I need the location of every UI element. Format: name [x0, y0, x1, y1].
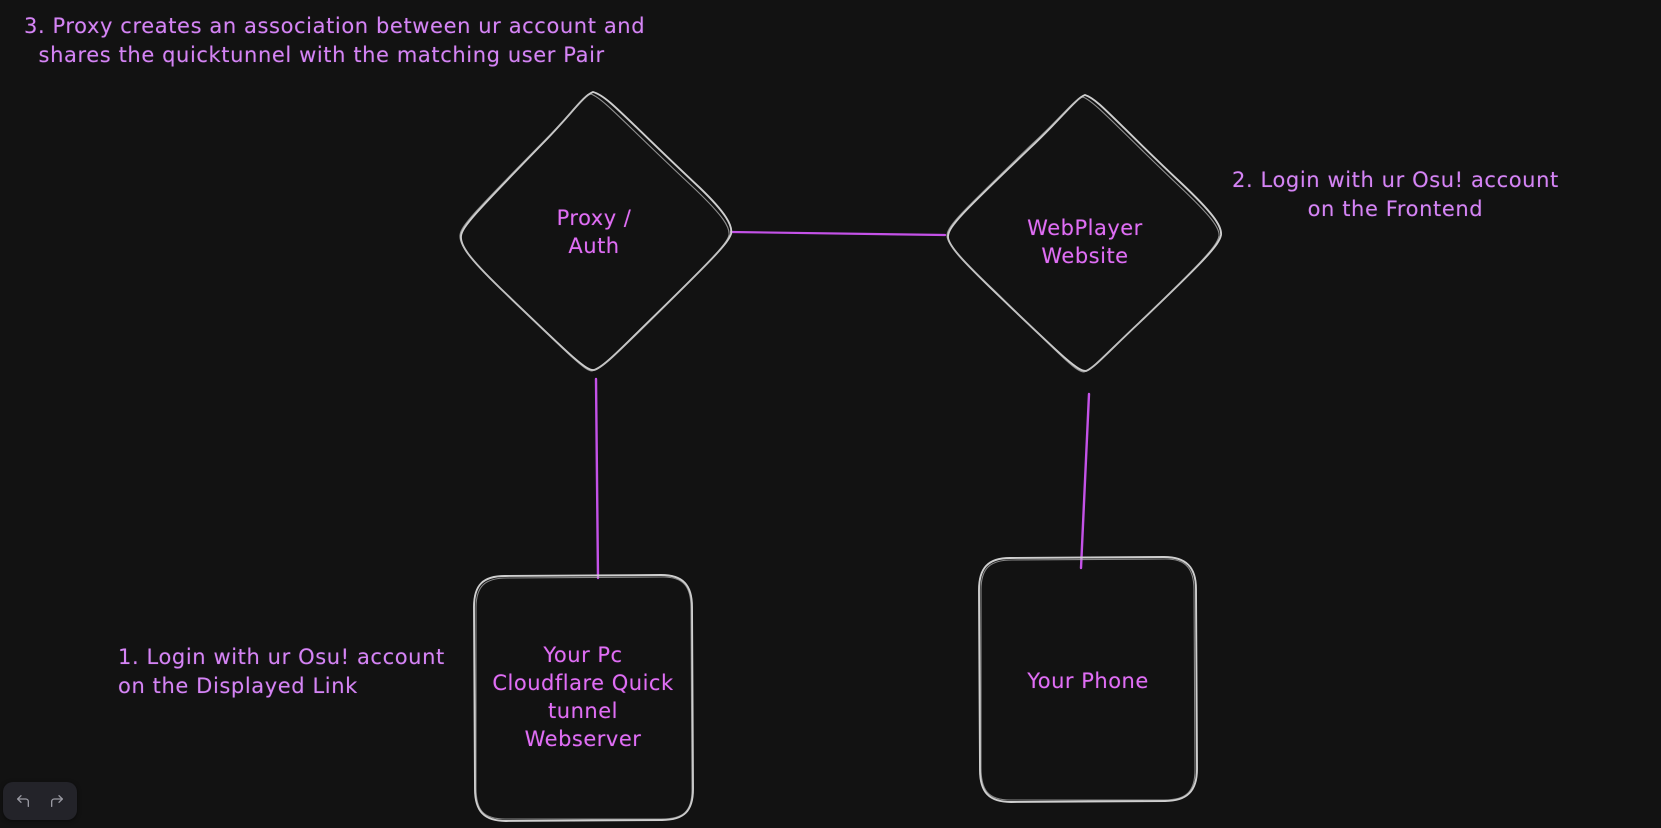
history-toolbar: [3, 782, 77, 820]
shape-label-proxy-auth[interactable]: Proxy / Auth: [556, 206, 632, 258]
redo-button[interactable]: [41, 787, 73, 815]
shape-label-webplayer-website[interactable]: WebPlayer Website: [1027, 216, 1143, 268]
undo-arrow-icon: [15, 793, 31, 809]
shape-label-your-pc[interactable]: Your Pc Cloudflare Quick tunnel Webserve…: [492, 643, 674, 751]
shape-label-your-phone[interactable]: Your Phone: [1027, 669, 1149, 693]
connector-proxy-to-your-pc[interactable]: [594, 377, 600, 580]
connector-webplayer-to-your-phone[interactable]: [1079, 392, 1091, 570]
redo-arrow-icon: [49, 793, 65, 809]
connector-proxy-to-webplayer[interactable]: [729, 230, 947, 237]
note-step-1[interactable]: 1. Login with ur Osu! account on the Dis…: [118, 645, 445, 698]
undo-button[interactable]: [7, 787, 39, 815]
note-step-3[interactable]: 3. Proxy creates an association between …: [24, 14, 646, 67]
note-step-2[interactable]: 2. Login with ur Osu! account on the Fro…: [1232, 168, 1559, 221]
